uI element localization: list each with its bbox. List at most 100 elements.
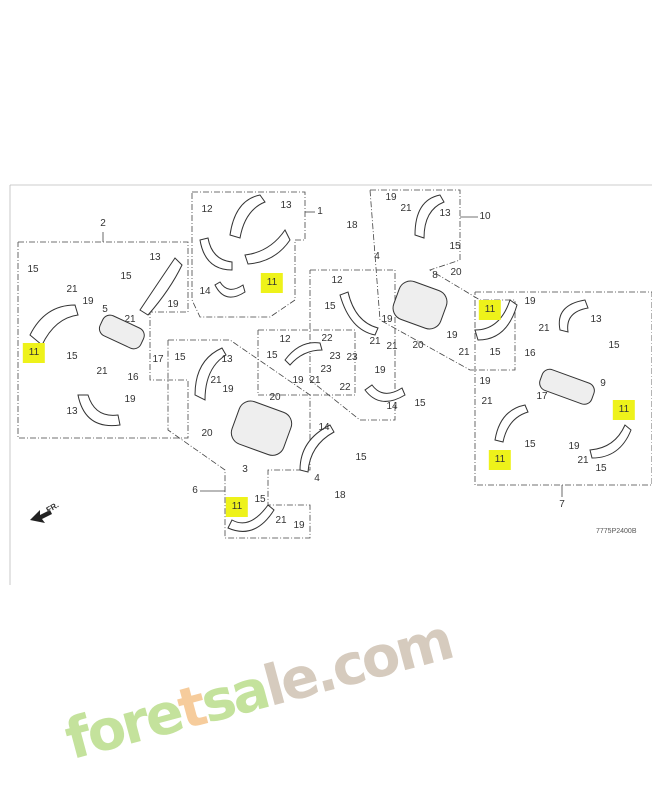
callout-label: 13 (66, 406, 78, 417)
tine-blade (589, 424, 632, 459)
group-small-box (257, 329, 356, 396)
callout-label: 15 (174, 352, 186, 363)
group-7-box (474, 291, 652, 486)
group-2-box (17, 241, 189, 439)
callout-label: 19 (524, 296, 536, 307)
callout-label: 19 (167, 299, 179, 310)
callout-highlighted: 11 (260, 273, 284, 293)
callout-label: 15 (489, 347, 501, 358)
tine-blade (299, 424, 335, 473)
callout-label: 20 (269, 392, 281, 403)
callout-label: 15 (608, 340, 620, 351)
callout-highlighted: 11 (225, 497, 249, 517)
callout-label: 23 (320, 364, 332, 375)
callout-label: 20 (412, 340, 424, 351)
tine-blade (229, 194, 266, 239)
callout-label: 5 (102, 304, 108, 315)
tine-blade (339, 291, 379, 336)
callout-label: 19 (374, 365, 386, 376)
tine-blade (214, 281, 246, 298)
group-6-box (167, 339, 311, 539)
tine-blades (29, 194, 632, 532)
callout-label: 21 (538, 323, 550, 334)
fr-arrow (30, 510, 52, 523)
callout-label: 18 (334, 490, 346, 501)
callout-label: 13 (439, 208, 451, 219)
callout-label: 14 (318, 422, 330, 433)
tine-blade (77, 394, 121, 427)
callout-label: 15 (27, 264, 39, 275)
callout-label: 12 (201, 204, 213, 215)
callout-label: 21 (210, 375, 222, 386)
shaft-9 (539, 368, 595, 405)
tine-blade (414, 194, 445, 239)
callout-label: 17 (536, 391, 548, 402)
callout-label: 17 (152, 354, 164, 365)
callout-label: 21 (481, 396, 493, 407)
callout-label: 19 (293, 520, 305, 531)
callout-label: 20 (201, 428, 213, 439)
callout-label: 20 (450, 267, 462, 278)
callout-label: 15 (120, 271, 132, 282)
callout-label: 21 (96, 366, 108, 377)
callout-label: 14 (386, 401, 398, 412)
callout-label: 12 (331, 275, 343, 286)
shaft-8 (392, 280, 448, 330)
tine-blade (29, 304, 79, 346)
callout-label: 16 (524, 348, 536, 359)
callout-label: 6 (192, 485, 198, 496)
callout-label: 3 (242, 464, 248, 475)
callout-label: 4 (314, 473, 320, 484)
tine-blade (494, 404, 529, 443)
callout-highlighted: 11 (22, 343, 46, 363)
tine-blade (364, 384, 406, 402)
callout-label: 21 (458, 347, 470, 358)
callout-label: 13 (221, 354, 233, 365)
callout-label: 18 (346, 220, 358, 231)
callout-label: 15 (449, 241, 461, 252)
callout-label: 19 (82, 296, 94, 307)
group-boxes (17, 189, 652, 539)
callout-label: 22 (321, 333, 333, 344)
callout-label: 23 (329, 351, 341, 362)
callout-label: 16 (127, 372, 139, 383)
callout-label: 7 (559, 499, 565, 510)
callout-label: 12 (279, 334, 291, 345)
callout-label: 21 (66, 284, 78, 295)
callout-label: 15 (254, 494, 266, 505)
callout-label: 2 (100, 218, 106, 229)
callout-label: 15 (524, 439, 536, 450)
callout-label: 14 (199, 286, 211, 297)
tine-blade (227, 504, 275, 532)
callout-label: 4 (374, 251, 380, 262)
tine-blade (244, 229, 291, 265)
callout-label: 19 (385, 192, 397, 203)
callout-label: 19 (222, 384, 234, 395)
tine-blade (474, 299, 518, 341)
callout-label: 21 (386, 341, 398, 352)
callout-highlighted: 11 (612, 400, 636, 420)
callout-label: 21 (124, 314, 136, 325)
callout-label: 13 (149, 252, 161, 263)
callout-label: 1 (317, 206, 323, 217)
group-14-box (309, 269, 396, 421)
callout-label: 21 (577, 455, 589, 466)
shafts (98, 280, 595, 456)
callout-label: 21 (309, 375, 321, 386)
callout-label: 15 (266, 350, 278, 361)
callout-label: 19 (479, 376, 491, 387)
shaft-5 (98, 314, 145, 350)
tine-blade (199, 237, 233, 271)
callout-label: 22 (339, 382, 351, 393)
callout-label: 9 (600, 378, 606, 389)
callout-label: 15 (595, 463, 607, 474)
callout-label: 15 (414, 398, 426, 409)
tine-blade (284, 342, 323, 366)
callout-label: 15 (355, 452, 367, 463)
callout-label: 21 (275, 515, 287, 526)
tine-blade (194, 347, 227, 401)
shaft-3 (230, 400, 293, 456)
callout-label: 23 (346, 352, 358, 363)
tine-blade (558, 299, 589, 333)
